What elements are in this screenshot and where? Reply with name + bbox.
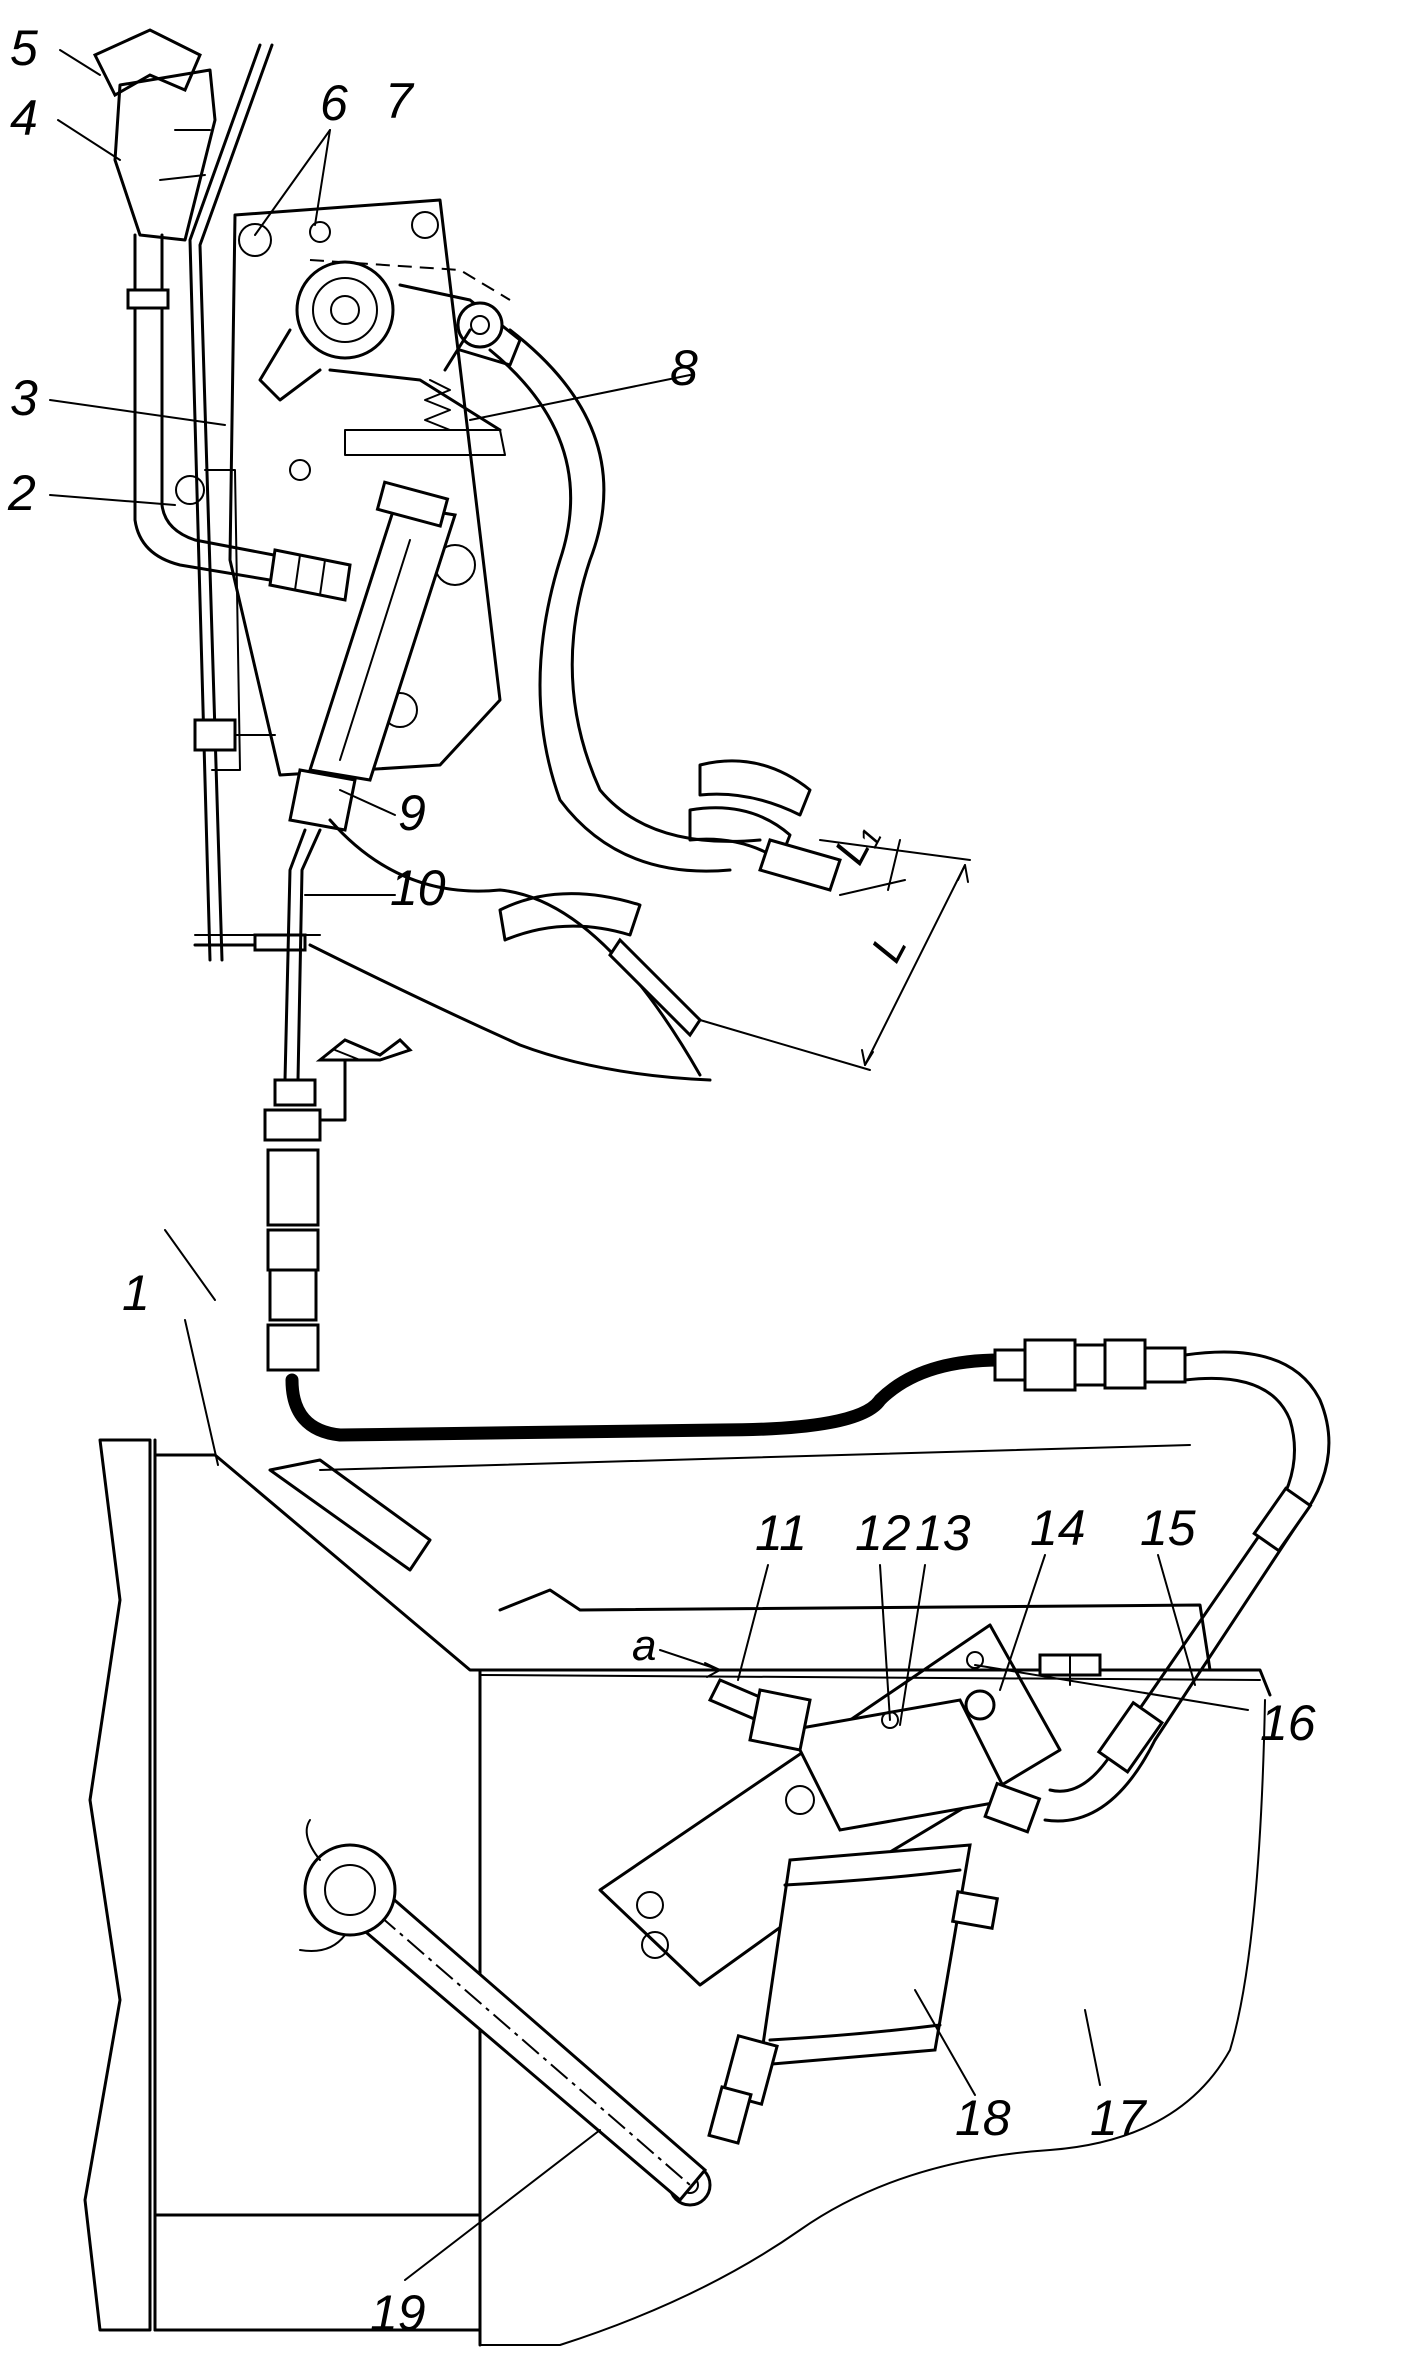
dimension-lines	[699, 839, 971, 1071]
callout-8: 8	[670, 340, 698, 396]
callout-10: 10	[390, 860, 446, 916]
valve-body	[707, 1678, 1042, 1834]
clutch-housing	[83, 1438, 1272, 2347]
callout-6: 6	[320, 75, 348, 131]
clutch-pedal	[488, 328, 842, 892]
pedal-shaft-and-levers	[258, 259, 522, 456]
callout-17: 17	[1090, 2090, 1148, 2146]
floor-line	[194, 933, 712, 1082]
callout-13: 13	[915, 1505, 971, 1561]
callout-1: 1	[122, 1265, 150, 1321]
pressure-pipe	[263, 828, 413, 1372]
leader-lines	[49, 49, 1249, 2281]
callout-7: 7	[385, 73, 415, 129]
callout-11: 11	[755, 1505, 807, 1561]
lower-bolt	[193, 718, 276, 752]
callout-5: 5	[10, 20, 38, 76]
cab-panel-wall	[188, 43, 302, 962]
callout-15: 15	[1140, 1500, 1196, 1556]
master-cylinder	[288, 480, 457, 832]
callout-18: 18	[955, 2090, 1011, 2146]
return-spring	[424, 328, 472, 431]
callout-19: 19	[370, 2285, 426, 2341]
callout-4: 4	[10, 90, 38, 146]
callout-14: 14	[1030, 1500, 1086, 1556]
mounting-bolt-block	[268, 548, 352, 602]
callout-2: 2	[7, 465, 36, 521]
slave-cylinder	[758, 1843, 1000, 2067]
brake-pedal	[328, 818, 702, 1077]
bleeder-valve	[1038, 1653, 1102, 1686]
callout-12: 12	[855, 1505, 911, 1561]
callout-16: 16	[1260, 1695, 1316, 1751]
feed-pipe	[126, 233, 302, 587]
callout-9: 9	[398, 785, 426, 841]
flexible-hose	[285, 1338, 1331, 1823]
gearbox-casing-outline	[479, 1699, 1266, 2346]
callout-3: 3	[10, 370, 38, 426]
release-fork-lever	[299, 1819, 708, 2203]
dimension-label-L: L	[862, 925, 917, 970]
view-label-a: a	[632, 1621, 656, 1670]
reservoir-tank	[92, 28, 217, 242]
